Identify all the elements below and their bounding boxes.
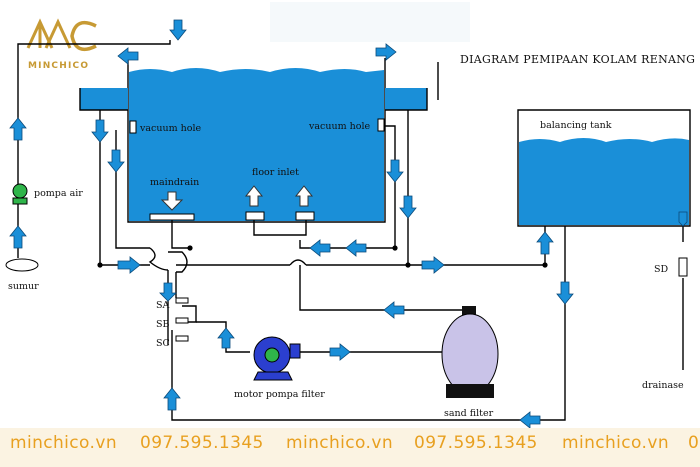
maindrain-label: maindrain xyxy=(150,177,199,188)
sumur-label: sumur xyxy=(8,281,39,292)
footer-contact: minchico.vn 097.595.1345 minchico.vn 097… xyxy=(10,433,699,453)
floor-inlet-label: floor inlet xyxy=(252,167,299,178)
floor-inlet-1 xyxy=(245,211,265,221)
arrow-up-icon xyxy=(244,185,264,207)
arrow-up-icon xyxy=(294,185,314,207)
pompa-air-label: pompa air xyxy=(34,188,83,199)
valve-sd xyxy=(678,257,688,277)
arrow-up-icon xyxy=(536,231,554,255)
valve-sd-label: SD xyxy=(654,264,669,275)
footer-phone-3: 0 xyxy=(688,433,699,453)
arrow-left-icon xyxy=(309,239,331,257)
vacuum-hole-right xyxy=(377,118,385,132)
arrow-down-icon xyxy=(91,119,109,143)
footer-site-1: minchico.vn xyxy=(10,433,117,453)
swimming-pool xyxy=(79,58,428,223)
valve-sb-label: SB xyxy=(156,319,170,330)
arrow-up-icon xyxy=(163,387,181,411)
arrow-up-icon xyxy=(9,117,27,141)
flow-arrows xyxy=(9,19,688,429)
maindrain-grate xyxy=(149,213,195,221)
diagram-title: DIAGRAM PEMIPAAN KOLAM RENANG xyxy=(460,53,695,66)
vacuum-hole-left-label: vacuum hole xyxy=(139,123,201,134)
watermark xyxy=(270,2,470,42)
valve-manifold: SA SB SC xyxy=(156,297,189,349)
arrow-down-icon xyxy=(107,149,125,173)
arrow-down-icon xyxy=(386,159,404,183)
arrow-left-icon xyxy=(383,301,405,319)
motor-pompa-filter-label: motor pompa filter xyxy=(234,389,325,400)
arrow-down-icon xyxy=(160,191,184,211)
vacuum-hole-left xyxy=(129,120,137,134)
valve-sc-label: SC xyxy=(156,338,170,349)
arrow-left-icon xyxy=(345,239,367,257)
drainase-label: drainase xyxy=(642,380,684,391)
balancing-tank: balancing tank xyxy=(517,109,691,227)
arrow-down-icon xyxy=(399,195,417,219)
well-pump: pompa air sumur xyxy=(5,183,83,292)
arrow-down-icon xyxy=(159,282,177,302)
arrow-right-icon xyxy=(421,256,445,274)
arrow-up-icon xyxy=(217,327,235,349)
sand-filter-label: sand filter xyxy=(444,408,494,419)
brand-logo: MINCHICO xyxy=(26,18,97,71)
brand-logo-text: MINCHICO xyxy=(28,61,89,71)
arrow-left-icon xyxy=(519,411,541,429)
balancing-tank-label: balancing tank xyxy=(540,120,612,131)
sand-filter: sand filter xyxy=(441,306,499,419)
arrow-right-icon xyxy=(329,343,351,361)
filter-pump: motor pompa filter xyxy=(234,336,325,400)
arrow-down-icon xyxy=(678,211,688,227)
arrow-right-icon xyxy=(117,256,141,274)
footer-phone-2: 097.595.1345 xyxy=(414,433,538,453)
arrow-up-icon xyxy=(9,225,27,249)
arrow-right-icon xyxy=(375,43,397,61)
arrow-down-icon xyxy=(556,281,574,305)
valve-sa-label: SA xyxy=(156,300,170,311)
footer-phone-1: 097.595.1345 xyxy=(140,433,264,453)
arrow-down-icon xyxy=(169,19,187,41)
arrow-left-icon xyxy=(117,47,139,65)
floor-inlet-2 xyxy=(295,211,315,221)
footer-site-2: minchico.vn xyxy=(286,433,393,453)
footer-site-3: minchico.vn xyxy=(562,433,669,453)
vacuum-hole-right-label: vacuum hole xyxy=(308,121,370,132)
footer-band xyxy=(0,428,700,467)
